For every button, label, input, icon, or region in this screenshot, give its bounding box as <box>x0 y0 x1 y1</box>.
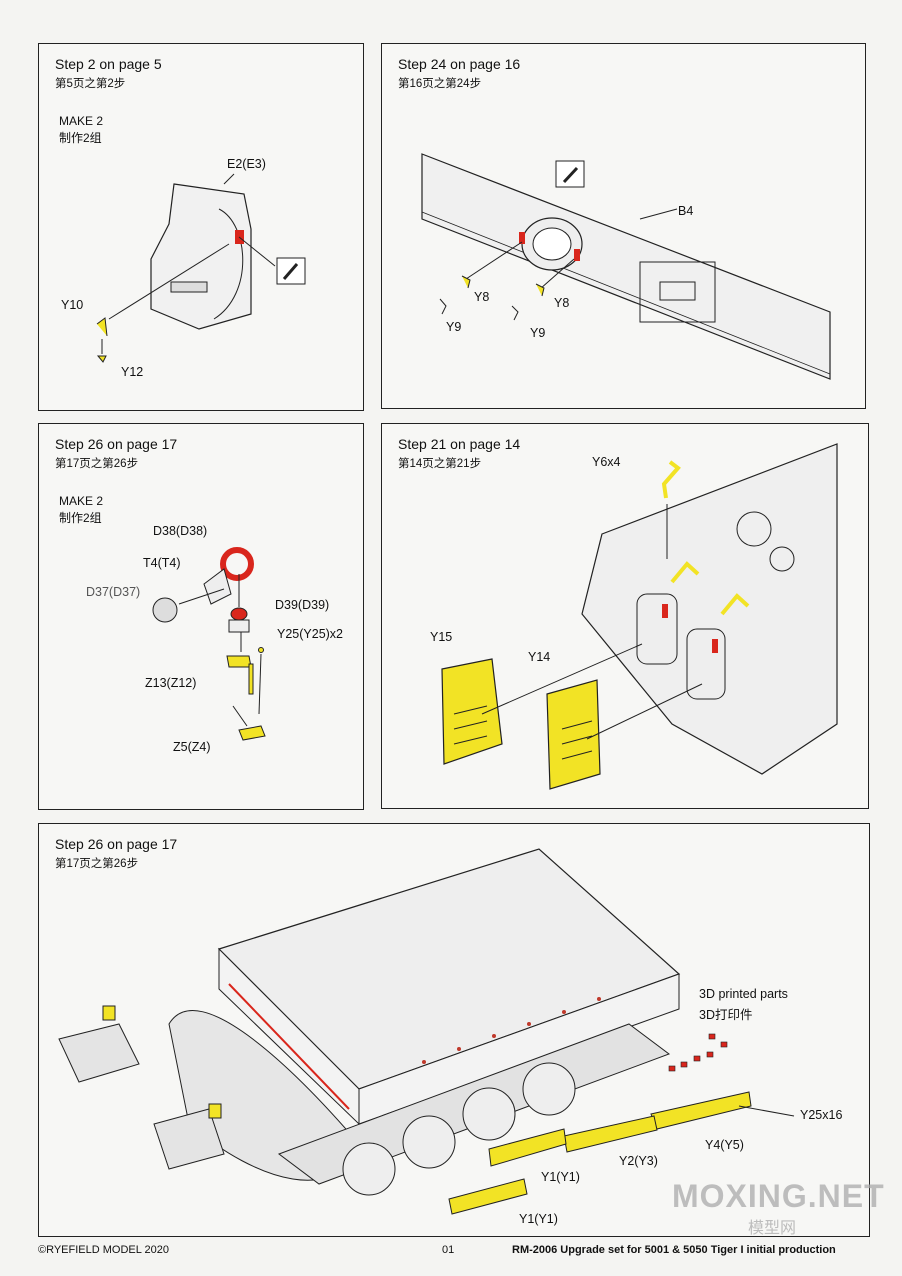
label-y10: Y10 <box>61 298 84 312</box>
label-y8-b: Y8 <box>554 296 570 310</box>
step-24-diagram <box>421 153 831 380</box>
label-y8-a: Y8 <box>474 290 490 304</box>
label-b4: B4 <box>678 204 694 218</box>
panel-title: Step 24 on page 16 <box>398 56 521 72</box>
step-panel-1: Step 2 on page 5 第5页之第2步 MAKE 2 制作2组 E2(… <box>38 43 364 411</box>
label-z13: Z13(Z12) <box>145 676 197 690</box>
label-d39: D39(D39) <box>275 598 330 612</box>
label-d37: D37(D37) <box>86 585 141 599</box>
label-y25x16: Y25x16 <box>800 1108 843 1122</box>
step-26-parts-diagram <box>152 547 266 741</box>
label-y25: Y25(Y25)x2 <box>277 627 344 641</box>
make-label: MAKE 2 <box>59 494 104 508</box>
label-y12: Y12 <box>121 365 144 379</box>
make-label-cn: 制作2组 <box>59 511 102 525</box>
make-label: MAKE 2 <box>59 114 104 128</box>
panel-subtitle: 第17页之第26步 <box>55 458 139 470</box>
footer-copyright: ©RYEFIELD MODEL 2020 <box>38 1244 169 1256</box>
label-y6: Y6x4 <box>592 455 621 469</box>
label-t4: T4(T4) <box>143 556 181 570</box>
label-y2: Y2(Y3) <box>619 1154 658 1168</box>
step-26-hull-diagram <box>58 848 795 1215</box>
step-2-diagram <box>96 173 306 363</box>
panel-subtitle: 第17页之第26步 <box>55 858 139 870</box>
label-y9-a: Y9 <box>446 320 462 334</box>
make-note: MAKE 2 制作2组 <box>59 493 103 527</box>
step-panel-4: Step 21 on page 14 第14页之第21步 Y6x4 Y15 Y1… <box>381 423 869 809</box>
label-y4: Y4(Y5) <box>705 1138 744 1152</box>
panel-title: Step 26 on page 17 <box>55 436 178 452</box>
panel-title: Step 26 on page 17 <box>55 836 178 852</box>
panel-subtitle: 第5页之第2步 <box>55 78 126 90</box>
panel-title: Step 2 on page 5 <box>55 56 162 72</box>
footer-page-number: 01 <box>442 1244 455 1256</box>
label-y9-b: Y9 <box>530 326 546 340</box>
step-panel-5: Step 26 on page 17 第17页之第26步 3D printed <box>38 823 870 1237</box>
label-y1-b: Y1(Y1) <box>519 1212 558 1226</box>
label-d38: D38(D38) <box>153 524 208 538</box>
footer-product: RM-2006 Upgrade set for 5001 & 5050 Tige… <box>512 1244 836 1256</box>
label-z5: Z5(Z4) <box>173 740 211 754</box>
label-3d-printed: 3D printed parts <box>699 987 788 1001</box>
label-e2: E2(E3) <box>227 157 266 171</box>
label-y1-a: Y1(Y1) <box>541 1170 580 1184</box>
panel-title: Step 21 on page 14 <box>398 436 521 452</box>
label-y15: Y15 <box>430 630 453 644</box>
panel-subtitle: 第14页之第21步 <box>398 458 482 470</box>
watermark-cn: 模型网 <box>748 1220 797 1237</box>
step-panel-3: Step 26 on page 17 第17页之第26步 MAKE 2 制作2组… <box>38 423 364 810</box>
step-21-diagram <box>441 443 838 790</box>
watermark: MOXING.NET <box>672 1178 885 1214</box>
step-panel-2: Step 24 on page 16 第16页之第24步 B4 Y8 Y8 Y9… <box>381 43 866 409</box>
label-y14: Y14 <box>528 650 551 664</box>
panel-subtitle: 第16页之第24步 <box>398 78 482 90</box>
make-note: MAKE 2 制作2组 <box>59 113 103 147</box>
label-3d-printed-cn: 3D打印件 <box>699 1008 753 1022</box>
make-label-cn: 制作2组 <box>59 131 102 145</box>
